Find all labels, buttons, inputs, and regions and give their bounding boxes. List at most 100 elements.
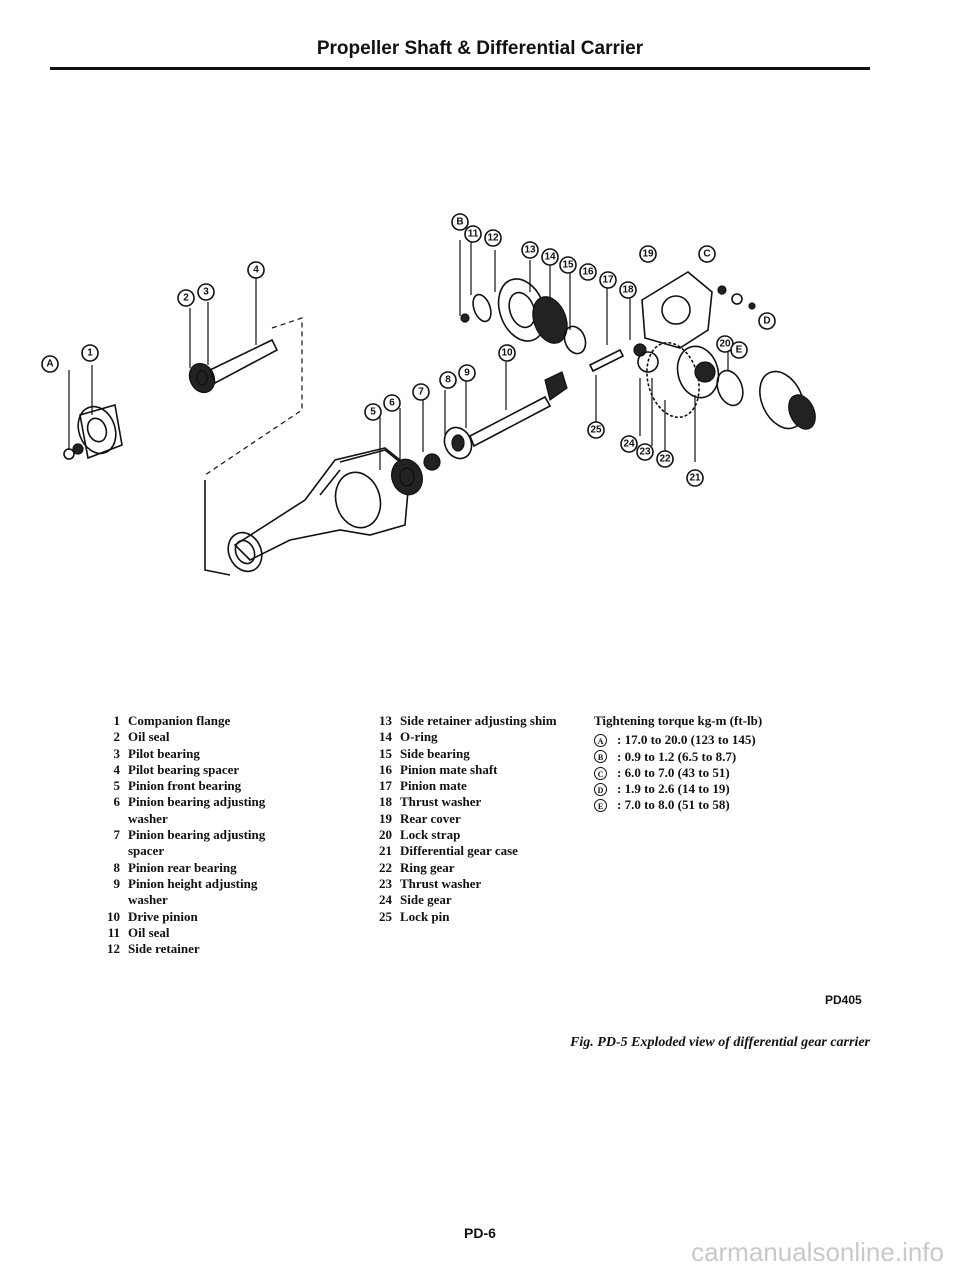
callout-label: 1 <box>87 348 93 359</box>
callouts: A 1 2 3 4 B 11 12 13 14 15 16 17 18 19 C… <box>41 213 776 487</box>
legend-text: Thrust washer <box>400 794 482 810</box>
legend-number: 19 <box>379 810 392 826</box>
legend-number: 20 <box>379 827 392 843</box>
callout-label: 13 <box>524 245 536 256</box>
callout-E: E <box>730 341 748 359</box>
torque-row: B: 0.9 to 1.2 (6.5 to 8.7) <box>594 749 762 765</box>
legend-text: Rear cover <box>400 810 461 826</box>
legend-number: 12 <box>107 941 120 957</box>
legend-text: Companion flange <box>128 713 231 728</box>
legend-number: 22 <box>379 859 392 875</box>
callout-label: 12 <box>487 233 499 244</box>
legend-text: Pinion height adjusting washer <box>128 875 258 908</box>
legend-number: 21 <box>379 843 392 859</box>
callout-label: 23 <box>639 447 651 458</box>
callout-label: 6 <box>389 398 395 409</box>
legend-text: Side retainer adjusting shim <box>400 713 557 728</box>
callout-1: 1 <box>81 344 99 362</box>
page-header: Propeller Shaft & Differential Carrier <box>316 38 644 59</box>
legend-number: 13 <box>379 713 392 728</box>
legend-text: Lock pin <box>400 908 450 924</box>
callout-6: 6 <box>383 394 401 412</box>
torque-value: : 1.9 to 2.6 (14 to 19) <box>617 781 730 797</box>
legend-item: 12 Side retainer <box>96 941 298 957</box>
header-rule <box>50 67 870 70</box>
legend-number: 2 <box>113 729 121 745</box>
callout-7: 7 <box>412 383 430 401</box>
callout-10: 10 <box>498 344 516 362</box>
legend-number: 8 <box>113 859 121 875</box>
callout-label: 2 <box>183 293 189 304</box>
callout-label: 19 <box>642 249 654 260</box>
legend-item: 17 Pinion mate <box>368 778 570 794</box>
legend-number: 4 <box>113 761 121 777</box>
callout-label: 4 <box>253 265 259 276</box>
legend-item: 4 Pilot bearing spacer <box>96 762 298 778</box>
legend-number: 14 <box>379 729 392 745</box>
torque-value: : 17.0 to 20.0 (123 to 145) <box>617 732 756 748</box>
legend-text: Drive pinion <box>128 908 198 924</box>
legend-item: 13 Side retainer adjusting shim <box>368 713 570 729</box>
callout-label: B <box>456 217 463 228</box>
callout-label: E <box>736 345 743 356</box>
page-number: PD-6 <box>464 1225 496 1241</box>
legend-text: Side retainer <box>128 941 200 957</box>
callout-label: 15 <box>562 260 574 271</box>
legend-text: Pinion bearing adjusting washer <box>128 794 266 826</box>
callout-label: 5 <box>370 407 376 418</box>
legend-item: 21 Differential gear case <box>368 843 570 859</box>
callout-label: 7 <box>418 387 424 398</box>
torque-value: : 0.9 to 1.2 (6.5 to 8.7) <box>617 748 737 764</box>
legend-text: Pinion mate <box>400 778 467 794</box>
callout-B: B <box>451 213 469 231</box>
callout-5: 5 <box>364 403 382 421</box>
legend-number: 1 <box>113 713 121 728</box>
legend-number: 17 <box>379 778 392 794</box>
legend-text: Side gear <box>400 892 452 908</box>
callout-label: 17 <box>602 275 614 286</box>
callout-label: 14 <box>544 252 556 263</box>
torque-row: C: 6.0 to 7.0 (43 to 51) <box>594 765 762 781</box>
legend-text: Oil seal <box>128 924 170 940</box>
callout-4: 4 <box>247 261 265 279</box>
differential-case-drawing <box>588 271 816 462</box>
callout-label: 25 <box>590 425 602 436</box>
callout-label: 3 <box>203 287 209 298</box>
legend-number: 6 <box>113 794 121 810</box>
legend-item: 8 Pinion rear bearing <box>96 860 298 876</box>
callout-25: 25 <box>587 421 605 439</box>
torque-row: A: 17.0 to 20.0 (123 to 145) <box>594 732 762 748</box>
callout-label: D <box>763 316 770 327</box>
legend-text: Pinion rear bearing <box>128 859 237 875</box>
callout-label: A <box>46 359 53 370</box>
legend-text: Pinion front bearing <box>128 778 242 794</box>
callout-18: 18 <box>619 281 637 299</box>
carrier-housing-drawing <box>204 447 411 576</box>
callout-A: A <box>41 355 59 373</box>
tightening-torque-table: Tightening torque kg-m (ft-lb) A: 17.0 t… <box>594 713 762 814</box>
drive-pinion-drawing <box>379 362 568 496</box>
torque-row: E: 7.0 to 8.0 (51 to 58) <box>594 797 762 813</box>
legend-number: 7 <box>113 827 121 843</box>
torque-value: : 6.0 to 7.0 (43 to 51) <box>617 764 730 780</box>
pilot-bearing-drawing <box>188 278 303 476</box>
callout-D: D <box>758 312 776 330</box>
figure-caption: Fig. PD-5 Exploded view of differential … <box>570 1035 870 1050</box>
legend-text: Pilot bearing spacer <box>128 761 240 777</box>
legend-item: 6 Pinion bearing adjusting washer <box>96 794 298 827</box>
callout-label: C <box>703 249 710 260</box>
legend-text: Pilot bearing <box>128 745 200 761</box>
legend-text: Differential gear case <box>400 843 518 859</box>
callout-23: 23 <box>636 443 654 461</box>
